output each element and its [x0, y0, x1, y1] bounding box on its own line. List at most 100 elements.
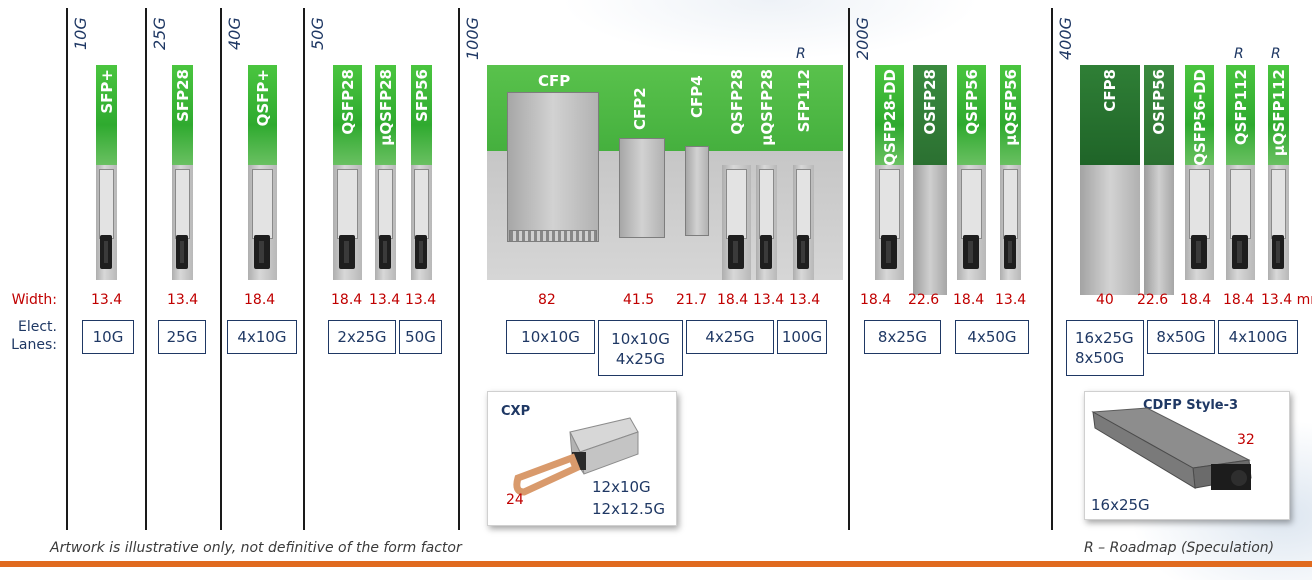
- cxp-width: 24: [506, 492, 524, 508]
- module-connector: [727, 235, 744, 269]
- speed-label-100g: 100G: [463, 17, 482, 60]
- module-uqsfp28-50g: µQSFP28: [375, 65, 396, 280]
- module-connector: [338, 235, 355, 269]
- module-cfp: [507, 92, 599, 242]
- module-handle: [333, 65, 362, 165]
- lanes-box: 8x50G: [1147, 320, 1215, 354]
- module-connector: [100, 235, 112, 269]
- module-connector: [1272, 235, 1284, 269]
- module-qsfp112: QSFP112: [1226, 65, 1255, 280]
- module-label: SFP56: [412, 69, 431, 122]
- module-label: CFP8: [1101, 69, 1119, 112]
- module-handle: [1226, 65, 1255, 165]
- module-label: QSFP28-DD: [880, 69, 899, 166]
- module-connector: [962, 235, 979, 269]
- width-value: 21.7: [676, 292, 708, 308]
- width-value: 13.4: [369, 292, 401, 308]
- width-value: 13.4: [167, 292, 199, 308]
- width-value: 22.6: [908, 292, 940, 308]
- module-handle: [411, 65, 432, 165]
- module-body: [1080, 165, 1140, 295]
- module-cfp8: CFP8: [1080, 65, 1140, 295]
- module-label-cfp2: CFP2: [631, 87, 649, 130]
- cxp-title: CXP: [501, 404, 531, 419]
- width-value: 18.4: [1223, 292, 1255, 308]
- lanes-box: 50G: [399, 320, 442, 354]
- module-cage: [378, 169, 393, 239]
- module-cage: [99, 169, 114, 239]
- module-handle: [875, 65, 904, 165]
- module-label: QSFP+: [253, 69, 272, 127]
- module-qsfp-plus: QSFP+: [248, 65, 277, 280]
- module-handle: [1144, 65, 1174, 165]
- module-cfp2: [619, 138, 665, 238]
- module-uqsfp56: µQSFP56: [1000, 65, 1021, 280]
- module-cage: [879, 169, 900, 239]
- lanes-box: 10x10G: [506, 320, 595, 354]
- speed-label-50g: 50G: [308, 17, 327, 50]
- module-label: QSFP28: [338, 69, 357, 135]
- width-value: 13.4: [753, 292, 785, 308]
- module-connector: [1190, 235, 1207, 269]
- module-osfp56: OSFP56: [1144, 65, 1174, 295]
- module-sfp28: SFP28: [172, 65, 193, 280]
- width-row-label: Width:: [11, 292, 57, 308]
- speed-label-25g: 25G: [150, 17, 169, 50]
- module-connector: [880, 235, 897, 269]
- lanes-box: 10x10G 4x25G: [598, 320, 683, 376]
- module-label: OSFP56: [1150, 69, 1168, 135]
- module-label-cfp4: CFP4: [688, 75, 706, 118]
- module-label: QSFP56: [962, 69, 981, 135]
- module-label: µQSFP112: [1269, 69, 1288, 157]
- module-body: [1144, 165, 1174, 295]
- divider-400g: [1051, 8, 1053, 530]
- divider-25g: [145, 8, 147, 530]
- width-value: 13.4: [995, 292, 1027, 308]
- cdfp-module-image: [1091, 407, 1252, 490]
- module-qsfp28-100g: QSFP28: [722, 65, 751, 280]
- lanes-row-label-line2: Lanes:: [11, 337, 57, 353]
- divider-200g: [848, 8, 850, 530]
- module-uqsfp112: µQSFP112: [1268, 65, 1289, 280]
- module-connector: [1231, 235, 1248, 269]
- lanes-box: 8x25G: [864, 320, 941, 354]
- roadmap-legend: R – Roadmap (Speculation): [1084, 540, 1275, 556]
- roadmap-marker: R: [796, 46, 806, 62]
- module-sfp112: SFP112: [793, 65, 814, 280]
- module-connector: [760, 235, 772, 269]
- lanes-box: 4x100G: [1218, 320, 1298, 354]
- roadmap-marker: R: [1271, 46, 1281, 62]
- lanes-box: 4x50G: [955, 320, 1029, 354]
- lanes-value: 8x50G: [1075, 349, 1125, 367]
- width-value: 18.4: [331, 292, 363, 308]
- module-label: OSFP28: [921, 69, 939, 135]
- module-cage: [414, 169, 429, 239]
- module-cage: [252, 169, 273, 239]
- width-value: 13.4: [789, 292, 821, 308]
- module-label: µQSFP28: [376, 69, 395, 146]
- lanes-box: 16x25G 8x50G: [1066, 320, 1144, 376]
- module-cage: [1271, 169, 1286, 239]
- module-cfp4: [685, 146, 709, 236]
- divider-100g: [458, 8, 460, 530]
- module-cfp-connector: [509, 230, 597, 242]
- module-connector: [176, 235, 188, 269]
- module-handle: [172, 65, 193, 165]
- module-label: QSFP28: [727, 69, 746, 135]
- lanes-box: 10G: [82, 320, 134, 354]
- cxp-card: CXP 24 12x10G 12x12.5G: [487, 391, 677, 526]
- module-handle: [375, 65, 396, 165]
- speed-label-400g: 400G: [1056, 17, 1075, 60]
- module-label: SFP112: [794, 69, 813, 133]
- width-value: 13.4 mm: [1261, 292, 1312, 308]
- speed-label-10g: 10G: [71, 17, 90, 50]
- speed-label-200g: 200G: [853, 17, 872, 60]
- module-handle: [957, 65, 986, 165]
- module-cage: [961, 169, 982, 239]
- module-label: SFP+: [97, 69, 116, 114]
- width-value: 41.5: [623, 292, 655, 308]
- module-cage: [1189, 169, 1210, 239]
- module-connector: [415, 235, 427, 269]
- width-value: 40: [1096, 292, 1114, 308]
- cdfp-width: 32: [1237, 432, 1255, 448]
